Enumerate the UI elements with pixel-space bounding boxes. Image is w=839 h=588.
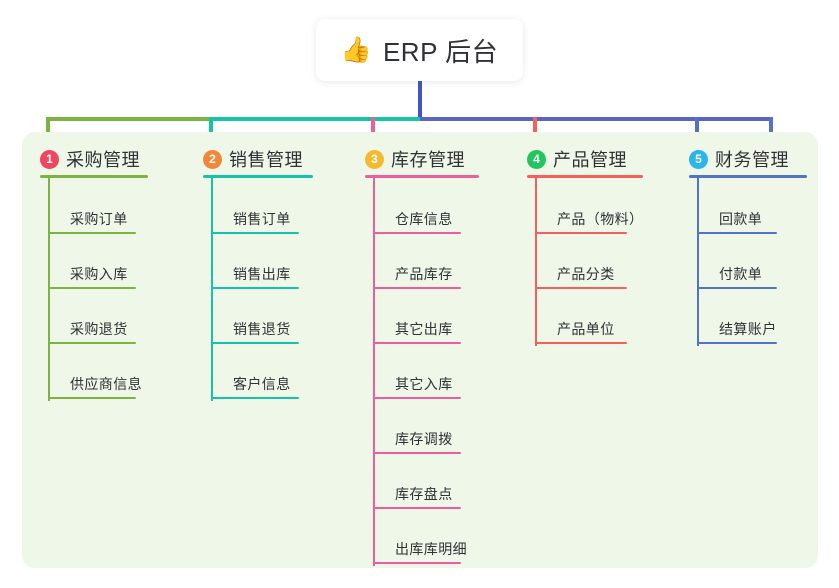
branch-number-badge: 1 (40, 149, 59, 169)
branch-number-badge: 4 (527, 149, 546, 169)
branch-number-badge: 5 (689, 149, 708, 169)
branch-child-item[interactable]: 产品（物料） (535, 208, 643, 234)
branch-child-rule (211, 397, 299, 399)
branch-child-rule (373, 232, 461, 234)
branch-child-item[interactable]: 采购订单 (48, 208, 146, 234)
branch-child-rule (373, 397, 461, 399)
branch-child-item[interactable]: 供应商信息 (48, 373, 146, 399)
branch-child-item[interactable]: 产品库存 (373, 263, 471, 289)
branch-rule (527, 175, 643, 178)
branch-child-rule (373, 342, 461, 344)
thumbs-up-icon: 👍 (340, 35, 372, 64)
branch-rule (365, 175, 479, 178)
branch-child-label: 库存调拨 (395, 431, 453, 447)
branch-number-badge: 3 (365, 149, 384, 169)
branch-child-rule (535, 287, 627, 289)
branch-child-item[interactable]: 产品单位 (535, 318, 637, 344)
branch-child-rule (697, 287, 777, 289)
branch-child-item[interactable]: 结算账户 (697, 318, 787, 344)
branch-child-item[interactable]: 库存调拨 (373, 428, 471, 454)
branch-child-rule (373, 287, 461, 289)
branch-child-item[interactable]: 库存盘点 (373, 483, 471, 509)
branch-child-item[interactable]: 销售出库 (211, 263, 309, 289)
branch-child-label: 产品（物料） (557, 211, 644, 227)
branch-header-2[interactable]: 2 销售管理 (203, 146, 303, 172)
branch-child-item[interactable]: 客户信息 (211, 373, 309, 399)
branch-title: 采购管理 (66, 150, 140, 170)
branch-title: 财务管理 (715, 150, 789, 170)
branch-child-item[interactable]: 付款单 (697, 263, 787, 289)
branch-child-item[interactable]: 仓库信息 (373, 208, 471, 234)
branch-child-rule (535, 342, 627, 344)
branch-child-item[interactable]: 其它入库 (373, 373, 471, 399)
branch-header-4[interactable]: 4 产品管理 (527, 146, 627, 172)
branch-child-rule (211, 287, 299, 289)
branch-child-label: 库存盘点 (395, 486, 453, 502)
branch-rule (40, 175, 148, 178)
branch-child-rule (373, 562, 461, 564)
branch-child-rule (211, 342, 299, 344)
branch-child-label: 其它入库 (395, 376, 453, 392)
branch-child-rule (535, 232, 627, 234)
branch-child-label: 产品单位 (557, 321, 615, 337)
branch-child-label: 销售退货 (233, 321, 291, 337)
branch-child-item[interactable]: 回款单 (697, 208, 787, 234)
branch-header-3[interactable]: 3 库存管理 (365, 146, 465, 172)
branch-child-label: 出库库明细 (395, 541, 467, 557)
branch-title: 产品管理 (553, 150, 627, 170)
branch-child-item[interactable]: 销售订单 (211, 208, 309, 234)
branch-child-label: 销售订单 (233, 211, 291, 227)
branch-spine (373, 176, 375, 566)
branch-child-label: 其它出库 (395, 321, 453, 337)
branch-title: 库存管理 (391, 150, 465, 170)
branch-child-item[interactable]: 其它出库 (373, 318, 471, 344)
branch-header-5[interactable]: 5 财务管理 (689, 146, 789, 172)
branch-child-label: 仓库信息 (395, 211, 453, 227)
branch-spine (535, 176, 537, 346)
branch-child-rule (697, 342, 777, 344)
branch-child-label: 采购入库 (70, 266, 128, 282)
branch-title: 销售管理 (229, 150, 303, 170)
branch-child-label: 采购退货 (70, 321, 128, 337)
branch-child-label: 供应商信息 (70, 376, 142, 392)
branch-child-rule (48, 397, 136, 399)
branch-child-label: 产品分类 (557, 266, 615, 282)
branch-child-item[interactable]: 销售退货 (211, 318, 309, 344)
branch-child-label: 付款单 (719, 266, 763, 282)
branch-child-label: 结算账户 (719, 321, 777, 337)
branch-child-label: 销售出库 (233, 266, 291, 282)
branch-spine (697, 176, 699, 346)
branches-panel (22, 132, 818, 568)
branch-child-item[interactable]: 采购入库 (48, 263, 146, 289)
branch-child-label: 采购订单 (70, 211, 128, 227)
root-node[interactable]: 👍 ERP 后台 (316, 19, 523, 81)
root-title: ERP 后台 (382, 36, 499, 67)
branch-child-item[interactable]: 出库库明细 (373, 538, 471, 564)
branch-number-badge: 2 (203, 149, 222, 169)
branch-rule (689, 175, 807, 178)
branch-child-item[interactable]: 产品分类 (535, 263, 637, 289)
branch-child-rule (48, 342, 136, 344)
branch-child-rule (373, 452, 461, 454)
branch-child-label: 客户信息 (233, 376, 291, 392)
branch-child-item[interactable]: 采购退货 (48, 318, 146, 344)
branch-child-label: 回款单 (719, 211, 763, 227)
branch-child-rule (697, 232, 777, 234)
branch-child-rule (48, 232, 136, 234)
branch-header-1[interactable]: 1 采购管理 (40, 146, 140, 172)
branch-child-rule (48, 287, 136, 289)
branch-rule (203, 175, 313, 178)
branch-child-rule (211, 232, 299, 234)
branch-child-rule (373, 507, 461, 509)
branch-child-label: 产品库存 (395, 266, 453, 282)
